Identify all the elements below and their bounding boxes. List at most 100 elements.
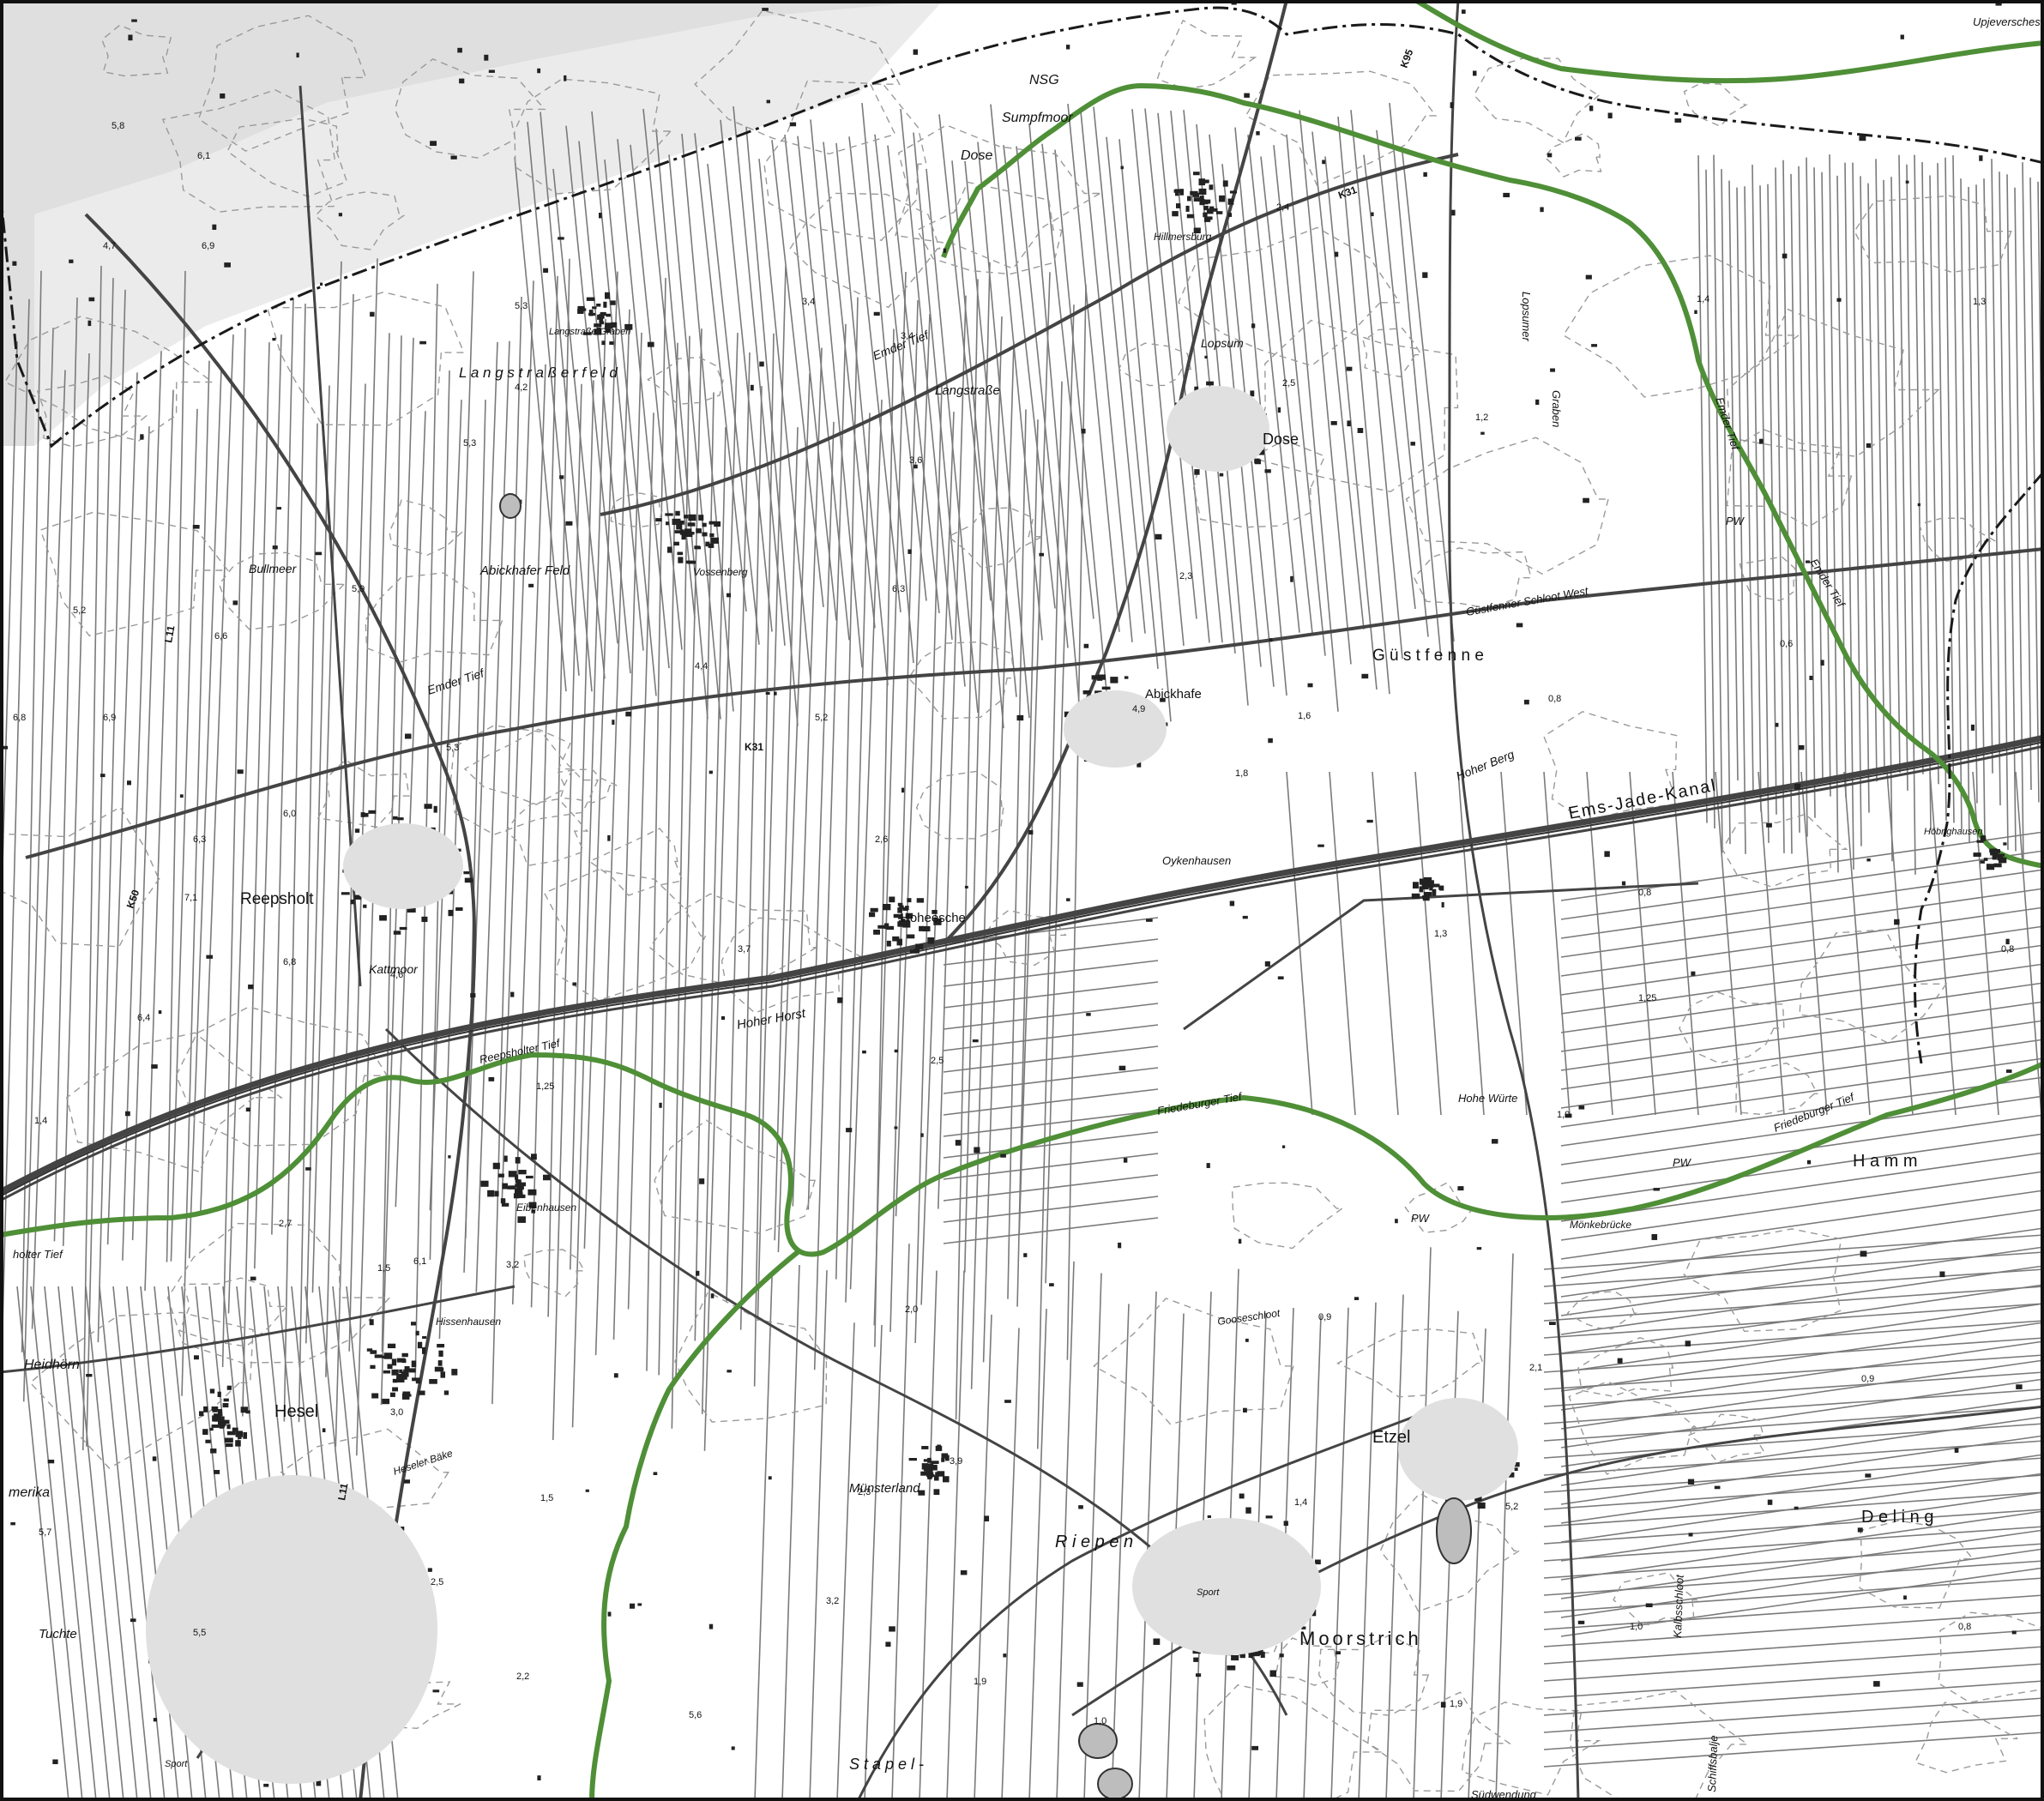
label-langstrasse-graben: Langstraße Graben (549, 327, 630, 337)
label-merika: merika (9, 1485, 50, 1500)
label-muensterland: Münsterland (849, 1481, 920, 1496)
label-graben: Graben (1550, 390, 1563, 427)
label-hohe-wuerte: Hohe Würte (1458, 1092, 1517, 1105)
label-pw-3: PW (1411, 1212, 1431, 1225)
label-kattmoor: Kattmoor (369, 962, 419, 976)
elevation-label: 6,4 (137, 1013, 150, 1023)
elevation-label: 1,5 (540, 1493, 553, 1503)
elevation-label: 1,3 (1973, 297, 1986, 307)
elevation-label: 5,3 (515, 301, 528, 311)
label-hillmersburg: Hillmersburg (1154, 231, 1212, 243)
elevation-label: 3,6 (909, 455, 922, 466)
elevation-label: 1,6 (1298, 711, 1311, 721)
ems-jade-kanal-line (0, 741, 2044, 1197)
elevation-label: 3,0 (390, 1407, 403, 1418)
label-hesel: Hesel (274, 1402, 318, 1421)
elevation-label: 6,8 (283, 957, 296, 967)
label-hissenhausen: Hissenhausen (436, 1316, 501, 1328)
elevation-label: 2,5 (1282, 378, 1295, 389)
elevation-label: 1,5 (377, 1263, 390, 1274)
elevation-label: 6,9 (103, 713, 116, 723)
elevation-label: 1,8 (1235, 768, 1248, 779)
elevation-label: 1,9 (974, 1677, 986, 1687)
elevation-label: 5,2 (1505, 1502, 1518, 1512)
administrative-boundaries (0, 6, 2044, 1064)
label-deling: D e l i n g (1861, 1508, 1933, 1527)
label-vossenberg: Vossenberg (693, 566, 748, 578)
elevation-label: 1,4 (34, 1116, 47, 1126)
elevation-label: 6,1 (197, 151, 210, 161)
elevation-label: 2,5 (431, 1577, 443, 1587)
elevation-label: 3,4 (802, 297, 815, 307)
elevation-label: 4,7 (103, 241, 116, 251)
label-l11-a: L11 (162, 624, 177, 643)
elevation-label: 4,6 (390, 970, 403, 980)
label-lopsum: Lopsum (1201, 336, 1244, 350)
elevation-label: 6,3 (892, 584, 905, 594)
elevation-label: 0,9 (1318, 1312, 1331, 1322)
label-pw-2: PW (1673, 1156, 1692, 1169)
label-l11-b: L11 (335, 1482, 350, 1501)
elevation-label: 6,0 (283, 809, 296, 819)
label-sumpfmoor: Sumpfmoor (1002, 111, 1073, 125)
moor-area (0, 0, 944, 446)
elevation-label: 4,2 (515, 382, 528, 393)
elevation-label: 5,5 (193, 1628, 206, 1638)
label-k31-b: K31 (745, 741, 763, 753)
elevation-label: 5,2 (73, 605, 86, 616)
elevation-label: 2,7 (279, 1219, 292, 1229)
elevation-label: 2,3 (858, 1487, 871, 1497)
elevation-label: 0,6 (1780, 639, 1793, 649)
elevation-label: 2,6 (875, 834, 888, 845)
elevation-label: 3,2 (826, 1596, 839, 1606)
elevation-label: 4,9 (1132, 704, 1145, 714)
label-langstrasse: Langstraße (935, 383, 1000, 398)
elevation-label: 2,1 (1529, 1363, 1542, 1373)
elevation-label: 2,0 (905, 1304, 918, 1315)
label-riepen: R i e p e n (1055, 1533, 1133, 1551)
label-etzel: Etzel (1372, 1428, 1410, 1447)
elevation-label: 5,2 (815, 713, 828, 723)
label-stapel: S t a p e l - (849, 1756, 924, 1773)
field-boundaries (0, 102, 2044, 1801)
label-hoheesche: Hoheesche (901, 911, 966, 925)
elevation-label: 1,9 (1450, 1699, 1462, 1709)
elevation-label: 5,9 (352, 584, 365, 594)
elevation-label: 1,25 (536, 1081, 554, 1092)
label-upjeversches: Upjeversches (1973, 15, 2041, 28)
elevation-label: 1,0 (1094, 1716, 1106, 1726)
label-sport-2: Sport (165, 1759, 188, 1769)
label-eibenhausen: Eibenhausen (516, 1202, 576, 1214)
elevation-label: 5,3 (446, 743, 459, 753)
label-lopsumer: Lopsumer (1520, 292, 1533, 341)
elevation-label: 2,4 (1276, 202, 1289, 213)
elevation-label: 2,3 (1179, 571, 1192, 581)
elevation-label: 6,6 (214, 631, 227, 641)
elevation-label: 0,8 (1638, 888, 1651, 898)
elevation-label: 6,9 (202, 241, 214, 251)
label-holter-tief: holter Tief (13, 1248, 63, 1261)
elevation-label: 3,7 (738, 944, 751, 955)
label-reepsholt: Reepsholt (240, 890, 314, 908)
elevation-label: 2,5 (931, 1056, 944, 1066)
label-dose: Dose (1263, 431, 1299, 448)
elevation-label: 1,4 (1697, 294, 1709, 304)
elevation-labels: 6,95,84,76,15,34,25,33,43,65,25,96,66,95… (13, 121, 2014, 1726)
elevation-label: 0,9 (1861, 1374, 1874, 1384)
elevation-label: 3,9 (950, 1456, 962, 1467)
label-bullmeer: Bullmeer (249, 562, 298, 575)
elevation-label: 0,8 (2001, 944, 2014, 955)
label-langstrassenfeld: L a n g s t r a ß e r f e l d (459, 364, 618, 381)
elevation-label: 2,2 (516, 1671, 529, 1682)
elevation-label: 6,3 (193, 834, 206, 845)
elevation-label: 1,0 (1557, 1110, 1570, 1120)
label-abickhafe: Abickhafe (1145, 687, 1202, 702)
elevation-label: 3,4 (901, 331, 913, 341)
elevation-label: 1,4 (1294, 1497, 1307, 1508)
label-abickhafer-feld: Abickhafer Feld (479, 563, 570, 578)
label-hoebrighausen: Höbrighausen (1924, 827, 1983, 837)
contour-lines (0, 9, 2044, 1801)
